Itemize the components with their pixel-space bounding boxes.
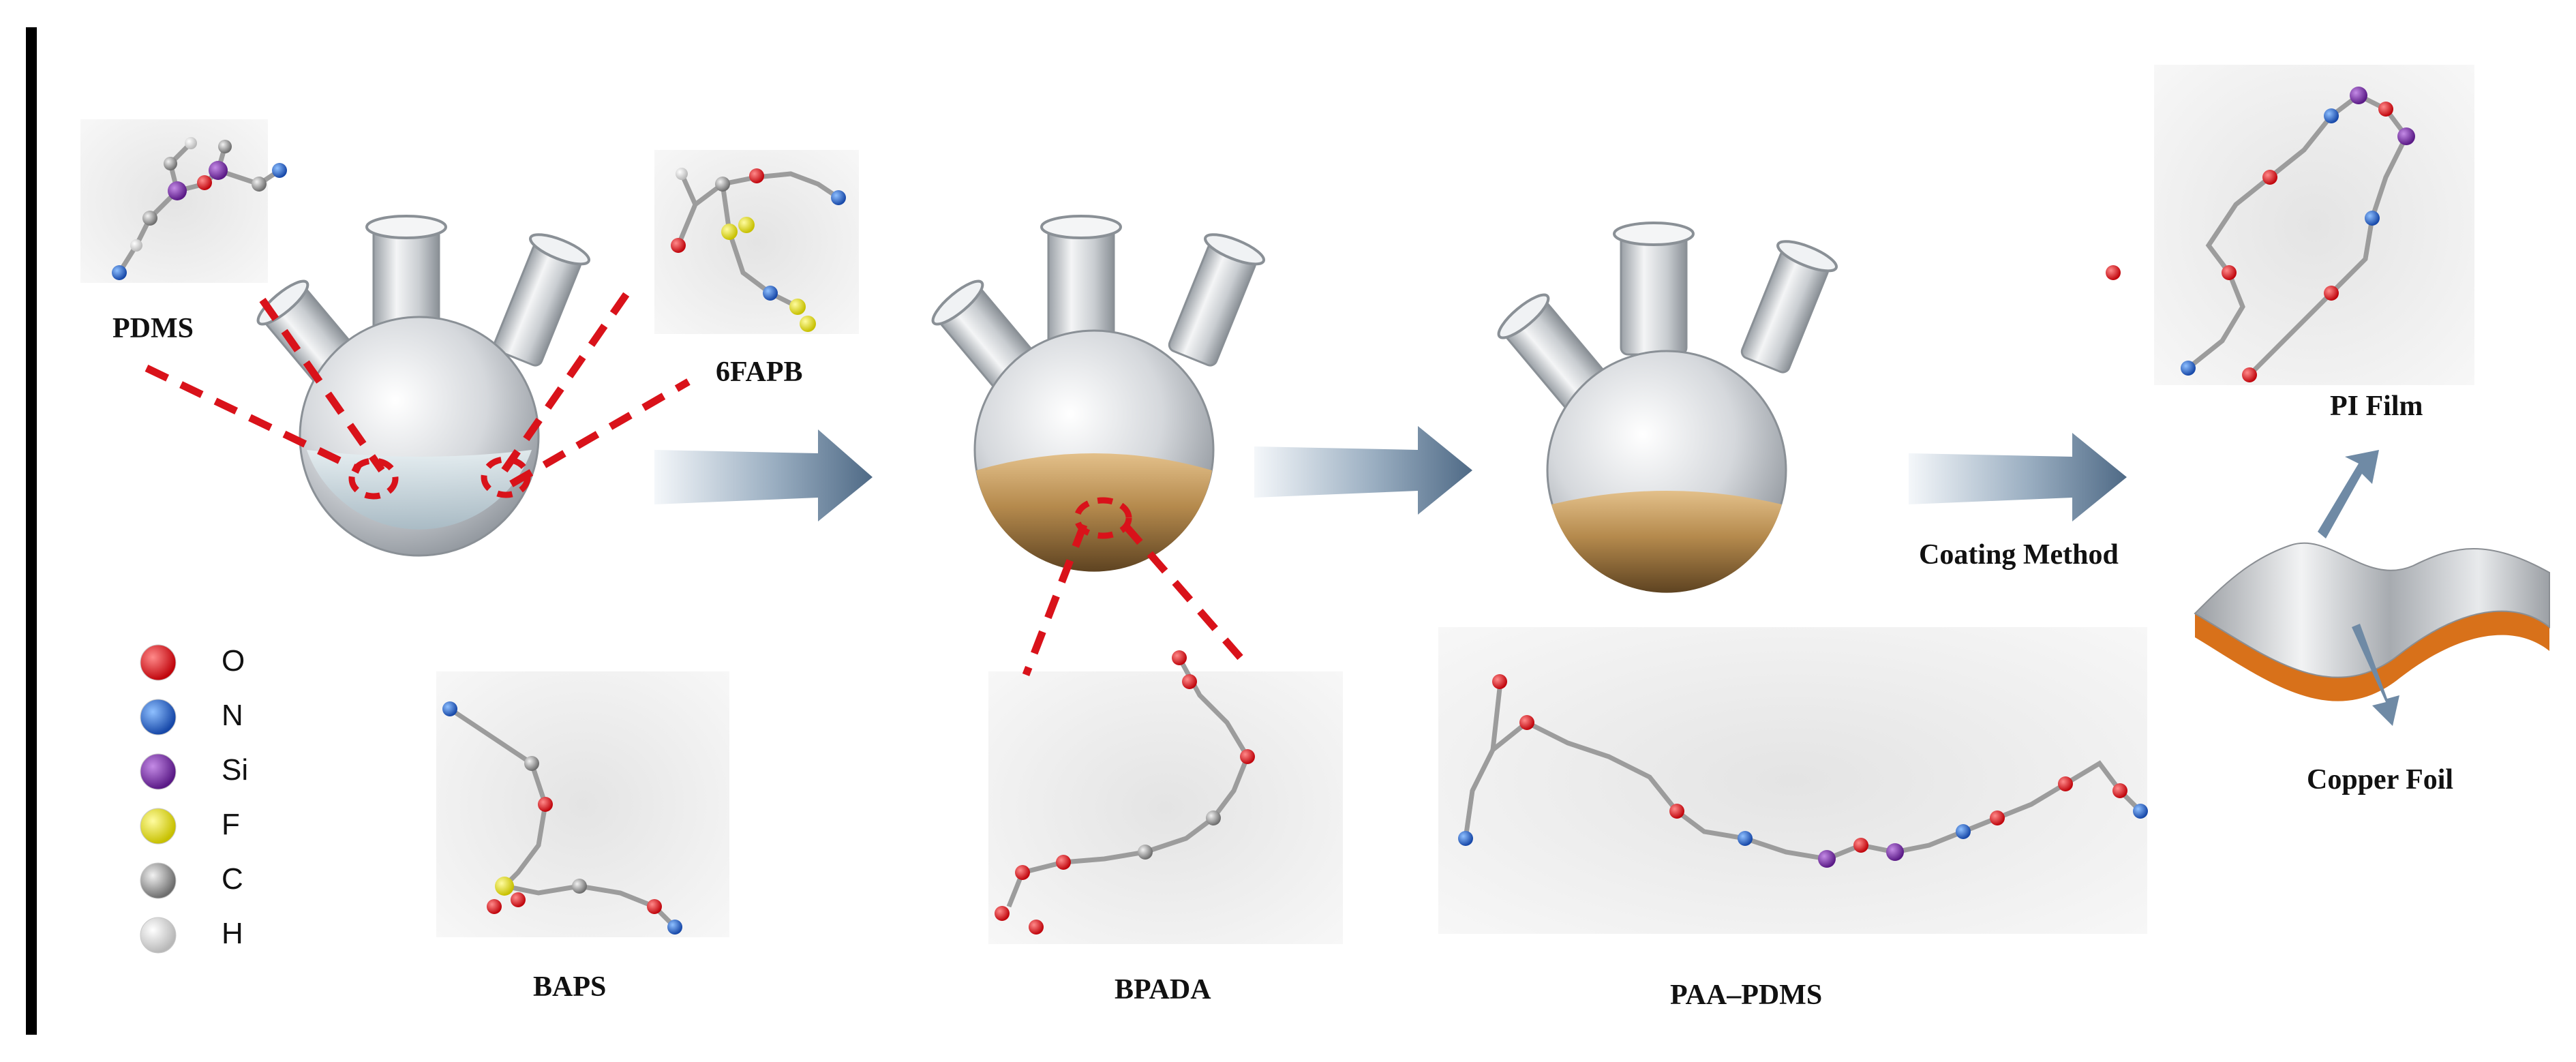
legend-symbol-c: C — [222, 862, 243, 896]
dashed-callouts — [145, 290, 1244, 676]
legend-symbol-si: Si — [222, 753, 249, 787]
label-6fapb: 6FAPB — [716, 356, 803, 388]
legend-ball-f — [140, 808, 177, 845]
pi-film-atoms — [2106, 87, 2415, 382]
label-baps: BAPS — [533, 971, 607, 1003]
label-bpada: BPADA — [1115, 974, 1211, 1005]
baps-molecule-panel — [436, 671, 729, 937]
legend-ball-n — [140, 699, 177, 735]
baps-molecule — [449, 707, 677, 929]
legend-ball-c — [140, 862, 177, 899]
label-coating-method: Coating Method — [1919, 539, 2119, 571]
pi-film-molecule-panel — [2154, 65, 2474, 385]
flask-3 — [1497, 222, 1838, 593]
sixfapb-atoms — [671, 168, 846, 332]
legend-ball-si — [140, 753, 177, 790]
legend-symbol-n: N — [222, 699, 243, 732]
legend-ball-o — [140, 644, 177, 681]
dashed-ellipses — [348, 456, 1132, 539]
left-border-bar — [26, 27, 37, 1035]
atom-legend — [140, 644, 177, 954]
label-copper-foil: Copper Foil — [2307, 764, 2454, 795]
label-paa-pdms: PAA–PDMS — [1670, 980, 1823, 1011]
copper-foil-sheet — [2194, 542, 2550, 701]
baps-atoms — [442, 701, 682, 935]
pdms-atoms — [112, 137, 287, 280]
flask-1 — [256, 215, 591, 557]
flask-2 — [931, 215, 1266, 572]
paa-pdms-molecule-panel — [1438, 627, 2147, 934]
pdms-molecule-panel — [80, 119, 268, 283]
legend-ball-h — [140, 917, 177, 954]
process-arrows — [654, 426, 2127, 521]
label-pdms: PDMS — [112, 313, 194, 344]
label-pi-film: PI Film — [2330, 391, 2423, 422]
paa-pdms-atoms — [1458, 674, 2148, 868]
bpada-atoms — [995, 650, 1255, 935]
bpada-molecule-panel — [988, 671, 1343, 944]
foil-arrows — [2318, 450, 2399, 726]
legend-symbol-o: O — [222, 644, 245, 678]
legend-symbol-h: H — [222, 917, 243, 950]
paa-pdms-molecule — [1463, 688, 2142, 862]
legend-symbol-f: F — [222, 808, 240, 841]
